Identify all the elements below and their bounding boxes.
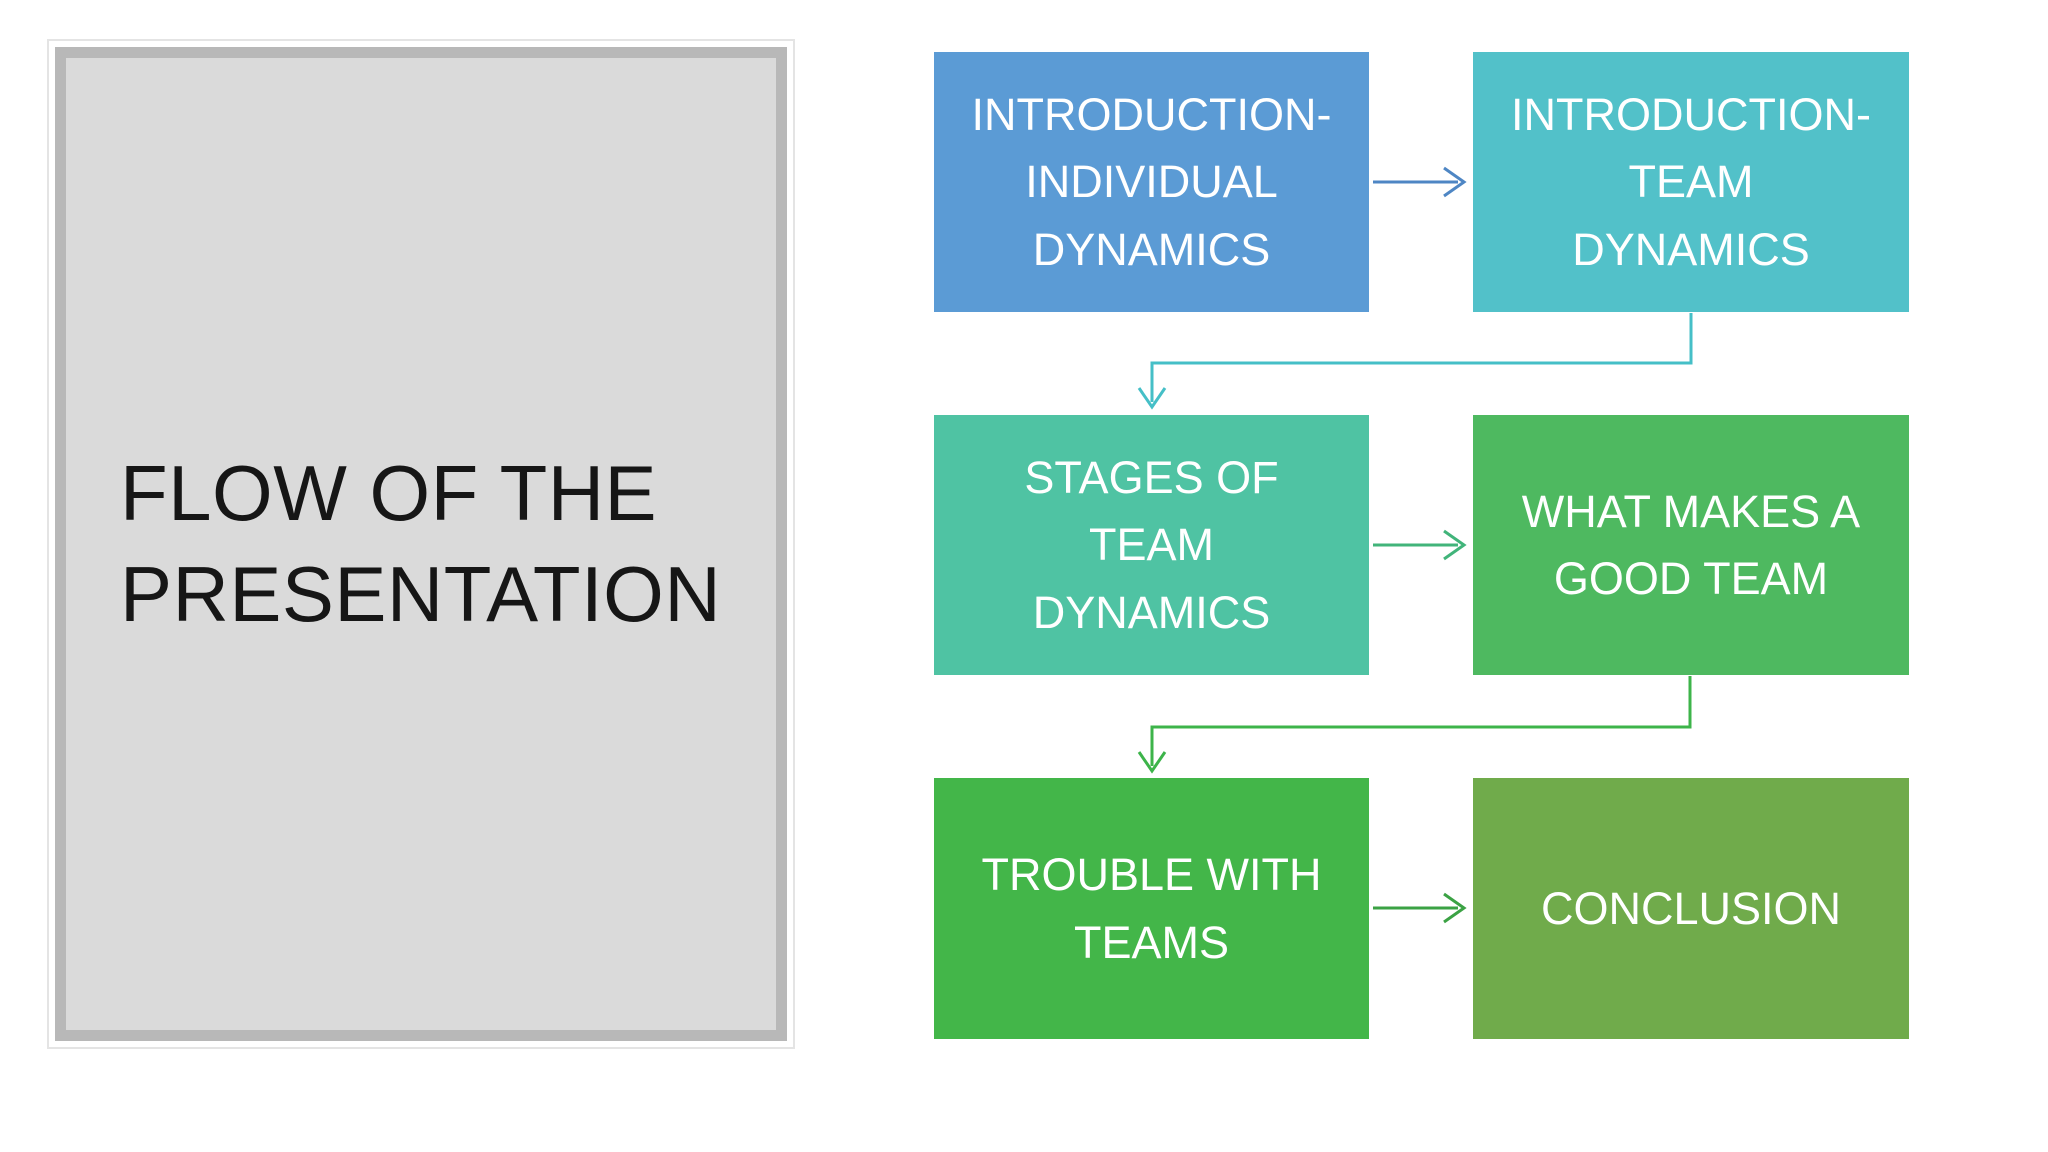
flow-node-what-makes-a-good-team: WHAT MAKES A GOOD TEAM xyxy=(1473,415,1909,675)
title-image-frame: FLOW OF THE PRESENTATION xyxy=(47,39,795,1049)
title-frame-mat: FLOW OF THE PRESENTATION xyxy=(55,47,787,1041)
connector-line xyxy=(1150,313,1693,402)
arrowhead-down-icon xyxy=(1137,387,1167,410)
flow-node-conclusion: CONCLUSION xyxy=(1473,778,1909,1039)
connector-line xyxy=(1150,676,1692,766)
flow-node-introduction-individual-dynamics: INTRODUCTION- INDIVIDUAL DYNAMICS xyxy=(934,52,1369,312)
connector-intro-team-to-stages xyxy=(1137,313,1693,410)
connector-trouble-to-conclusion xyxy=(1373,892,1467,924)
slide-title: FLOW OF THE PRESENTATION xyxy=(120,448,722,638)
flow-node-label: INTRODUCTION- TEAM DYNAMICS xyxy=(1511,88,1871,275)
flow-node-label: STAGES OF TEAM DYNAMICS xyxy=(1024,451,1279,638)
arrowhead-down-icon xyxy=(1137,751,1167,774)
arrowhead-right-icon xyxy=(1443,166,1467,198)
arrowhead-right-icon xyxy=(1443,892,1467,924)
flow-node-label: INTRODUCTION- INDIVIDUAL DYNAMICS xyxy=(971,88,1332,275)
flow-node-stages-of-team-dynamics: STAGES OF TEAM DYNAMICS xyxy=(934,415,1369,675)
connector-intro-individual-to-intro-team xyxy=(1373,166,1467,198)
connector-what-makes-to-trouble xyxy=(1137,676,1692,774)
flow-node-label: TROUBLE WITH TEAMS xyxy=(981,849,1322,968)
flow-node-label: WHAT MAKES A GOOD TEAM xyxy=(1521,485,1861,605)
flow-node-trouble-with-teams: TROUBLE WITH TEAMS xyxy=(934,778,1369,1039)
flow-node-introduction-team-dynamics: INTRODUCTION- TEAM DYNAMICS xyxy=(1473,52,1909,312)
flow-node-label: CONCLUSION xyxy=(1540,882,1842,934)
arrowhead-right-icon xyxy=(1443,529,1467,561)
connector-stages-to-what-makes xyxy=(1373,529,1467,561)
